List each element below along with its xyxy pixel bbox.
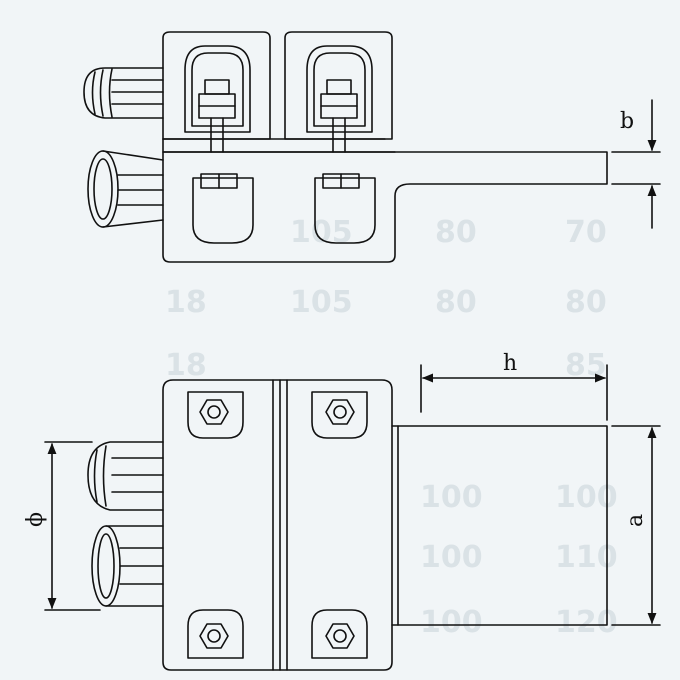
ghost-cell: 80 — [565, 285, 607, 320]
label-h: h — [503, 351, 517, 376]
plan-tongue — [391, 425, 608, 626]
left-clamp — [162, 31, 271, 140]
plan-view — [44, 364, 661, 671]
upper-cable-barrel — [83, 67, 164, 119]
plan-lower-barrel — [91, 525, 164, 607]
plan-bolt-top-right — [311, 391, 368, 439]
lower-cable-barrel — [87, 150, 164, 228]
ghost-cell: 80 — [435, 215, 477, 250]
plan-bolt-top-left — [187, 391, 244, 439]
nut-right-side — [320, 79, 358, 153]
lower-body — [162, 138, 608, 263]
ghost-cell: 105 — [290, 215, 353, 250]
plan-bolt-bottom-right — [311, 609, 368, 659]
saddle-right — [314, 173, 376, 244]
ghost-cell: 18 — [165, 348, 207, 383]
saddle-left — [192, 173, 254, 244]
ghost-cell: 105 — [290, 285, 353, 320]
plan-bolt-bottom-left — [187, 609, 244, 659]
ghost-cell: 70 — [565, 215, 607, 250]
ghost-cell: 18 — [165, 285, 207, 320]
plan-upper-barrel — [87, 441, 164, 511]
label-a: a — [623, 514, 648, 527]
label-b: b — [620, 109, 634, 134]
ghost-cell: 100 — [420, 605, 483, 640]
ghost-cell: 80 — [435, 285, 477, 320]
dimension-b — [611, 99, 661, 229]
ghost-cell: 100 — [420, 540, 483, 575]
label-phi: ϕ — [23, 512, 48, 527]
right-clamp — [284, 31, 393, 140]
side-view — [83, 31, 661, 263]
dimension-phi — [44, 441, 101, 611]
nut-left-side — [198, 79, 236, 153]
dimension-h — [420, 364, 608, 421]
dimension-a — [611, 425, 661, 626]
plan-body — [162, 379, 393, 671]
ghost-cell: 100 — [420, 480, 483, 515]
